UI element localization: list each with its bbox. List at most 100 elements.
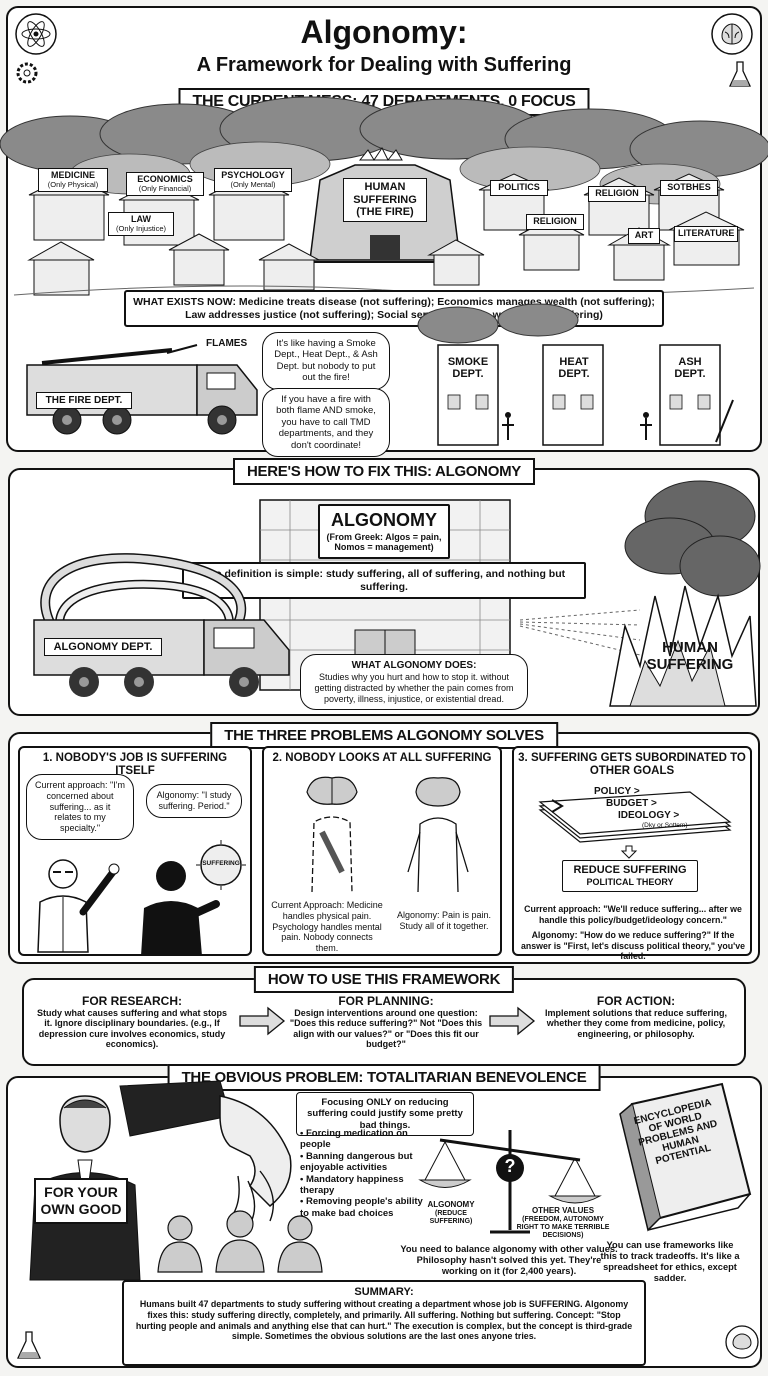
summary-box: SUMMARY: Humans built 47 departments to … bbox=[122, 1280, 646, 1366]
algonomy-sign-title: ALGONOMY bbox=[331, 510, 437, 530]
scale-left-sub: (REDUCE SUFFERING) bbox=[429, 1209, 473, 1225]
balance-text: You need to balance algonomy with other … bbox=[400, 1244, 618, 1277]
how-to-planning: FOR PLANNING: Design interventions aroun… bbox=[288, 994, 484, 1049]
flask-icon bbox=[728, 61, 752, 87]
silhouette-figure bbox=[141, 861, 220, 956]
how-to-action: FOR ACTION: Implement solutions that red… bbox=[536, 994, 736, 1039]
balance-scale-illustration bbox=[418, 1130, 602, 1234]
bad-thing-item: Banning dangerous but enjoyable activiti… bbox=[300, 1151, 432, 1174]
building-label-economics: ECONOMICS(Only Financial) bbox=[126, 172, 204, 197]
building-label-medicine: MEDICINE(Only Physical) bbox=[38, 168, 108, 193]
bad-things-list: Forcing medication on people Banning dan… bbox=[300, 1128, 432, 1219]
scale-left-title: ALGONOMY bbox=[427, 1200, 475, 1209]
ash-dept-label: ASH DEPT. bbox=[674, 356, 706, 381]
scale-right-sub: (FREEDOM, AUTONOMY RIGHT TO MAKE TERRIBL… bbox=[516, 1215, 610, 1240]
crowd-illustration bbox=[157, 1210, 323, 1273]
scale-right-label: OTHER VALUES (FREEDOM, AUTONOMY RIGHT TO… bbox=[516, 1206, 610, 1241]
building-label-law: LAW(Only Injustice) bbox=[108, 212, 174, 237]
fire-dept-label: THE FIRE DEPT. bbox=[36, 392, 132, 409]
bad-thing-item: Forcing medication on people bbox=[300, 1128, 432, 1151]
fragmented-body-figure bbox=[306, 776, 358, 893]
building-label-politics: POLITICS bbox=[490, 180, 548, 196]
obvious-banner: THE OBVIOUS PROBLEM: TOTALITARIAN BENEVO… bbox=[167, 1064, 601, 1091]
gear-icon bbox=[16, 62, 38, 84]
page-subtitle: A Framework for Dealing with Suffering bbox=[196, 54, 572, 76]
suffering-fire-illustration bbox=[609, 480, 761, 707]
paper-stack-illustration bbox=[538, 791, 732, 843]
brain-icon bbox=[711, 13, 753, 55]
human-suffering-label: HUMAN SUFFERING bbox=[646, 639, 734, 673]
speech-bubble-coordinate: If you have a fire with both flame AND s… bbox=[262, 388, 390, 457]
how-to-research: FOR RESEARCH: Study what causes sufferin… bbox=[32, 994, 232, 1049]
question-mark: ? bbox=[504, 1156, 516, 1176]
building-label-sotbhes: SOTBHES bbox=[660, 180, 718, 196]
reaching-hand-illustration bbox=[119, 1080, 292, 1225]
page-title: Algonomy: bbox=[300, 14, 468, 50]
building-label-religion-2: RELIGION bbox=[526, 214, 584, 230]
problem2-algonomy-text: Algonomy: Pain is pain. Study all of it … bbox=[396, 910, 492, 931]
scale-left-label: ALGONOMY (REDUCE SUFFERING) bbox=[416, 1200, 486, 1226]
how-to-planning-title: FOR PLANNING: bbox=[338, 994, 434, 1008]
how-to-research-text: Study what causes suffering and what sto… bbox=[36, 1008, 228, 1050]
summary-title: SUMMARY: bbox=[354, 1286, 414, 1298]
encyclopedia-book-illustration bbox=[619, 1082, 752, 1232]
what-algonomy-does-title: WHAT ALGONOMY DOES: bbox=[351, 660, 477, 671]
what-algonomy-does-bubble: WHAT ALGONOMY DOES: Studies why you hurt… bbox=[300, 654, 528, 711]
whole-body-figure bbox=[407, 777, 469, 893]
bad-thing-item: Mandatory happiness therapy bbox=[300, 1174, 432, 1197]
center-building-label: HUMAN SUFFERING (THE FIRE) bbox=[343, 178, 427, 222]
stack-ideology: IDEOLOGY > bbox=[618, 810, 680, 821]
doctor-figure bbox=[37, 859, 120, 953]
suffering-orb-label: SUFFERING bbox=[202, 860, 240, 867]
building-label-art: ART bbox=[628, 228, 660, 244]
algonomy-sign-etymology: (From Greek: Algos = pain, Nomos = manag… bbox=[326, 531, 442, 553]
stack-small: (Dky or Sottem) bbox=[642, 822, 688, 829]
problem2-current-text: Current Approach: Medicine handles physi… bbox=[271, 900, 383, 954]
problem3-algonomy-text: Algonomy: "How do we reduce suffering?" … bbox=[520, 930, 746, 962]
smoke-dept-label: SMOKE DEPT. bbox=[447, 356, 489, 381]
problem1-algonomy-bubble: Algonomy: "I study suffering. Period." bbox=[146, 784, 242, 818]
atom-icon bbox=[15, 13, 57, 55]
how-to-research-title: FOR RESEARCH: bbox=[81, 994, 182, 1008]
building-label-religion: RELIGION bbox=[588, 186, 646, 202]
arrow-right-icon-2 bbox=[489, 1006, 536, 1036]
problem1-current-bubble: Current approach: "I'm concerned about s… bbox=[26, 774, 134, 840]
what-algonomy-does-text: Studies why you hurt and how to stop it.… bbox=[314, 672, 514, 704]
smoke-clouds-illustration bbox=[0, 96, 768, 205]
book-caption: You can use frameworks like this to trac… bbox=[600, 1240, 740, 1284]
speech-bubble-departments: It's like having a Smoke Dept., Heat Dep… bbox=[262, 332, 390, 390]
stack-policy: POLICY > bbox=[594, 786, 640, 797]
bottom-brain-icon bbox=[725, 1325, 759, 1359]
suffering-orb bbox=[196, 840, 246, 890]
fix-banner: HERE'S HOW TO FIX THIS: ALGONOMY bbox=[233, 458, 535, 485]
how-to-action-title: FOR ACTION: bbox=[596, 994, 676, 1008]
stack-budget: BUDGET > bbox=[606, 798, 657, 809]
building-label-psychology: PSYCHOLOGY(Only Mental) bbox=[214, 168, 292, 193]
dept-buildings-illustration bbox=[417, 303, 734, 446]
problem2-title: 2. NOBODY LOOKS AT ALL SUFFERING bbox=[272, 752, 492, 764]
flames-label: FLAMES bbox=[206, 338, 248, 349]
reduce-suffering-label: REDUCE SUFFERING bbox=[573, 864, 687, 876]
algonomy-dept-label: ALGONOMY DEPT. bbox=[44, 638, 162, 657]
priority-stack-text: POLICY > BUDGET > IDEOLOGY > (Dky or Sot… bbox=[588, 786, 698, 830]
problem3-title: 3. SUFFERING GETS SUBORDINATED TO OTHER … bbox=[518, 752, 746, 778]
political-theory-label: POLITICAL THEORY bbox=[586, 877, 674, 888]
reduce-suffering-box: REDUCE SUFFERING POLITICAL THEORY bbox=[562, 860, 698, 892]
how-to-action-text: Implement solutions that reduce sufferin… bbox=[544, 1008, 728, 1039]
for-your-own-good-sign: FOR YOUR OWN GOOD bbox=[34, 1178, 128, 1224]
how-to-banner: HOW TO USE THIS FRAMEWORK bbox=[253, 966, 515, 993]
algonomy-sign: ALGONOMY (From Greek: Algos = pain, Nomo… bbox=[318, 504, 450, 560]
definition-box: The definition is simple: study sufferin… bbox=[182, 562, 586, 600]
scale-right-title: OTHER VALUES bbox=[531, 1206, 595, 1215]
heat-dept-label: HEAT DEPT. bbox=[558, 356, 590, 381]
how-to-planning-text: Design interventions around one question… bbox=[289, 1008, 483, 1050]
bottom-flask-icon bbox=[16, 1331, 42, 1359]
down-arrow-icon bbox=[620, 845, 638, 859]
summary-text: Humans built 47 departments to study suf… bbox=[135, 1299, 633, 1342]
problem1-title: 1. NOBODY'S JOB IS SUFFERING ITSELF bbox=[42, 752, 228, 778]
problems-banner: THE THREE PROBLEMS ALGONOMY SOLVES bbox=[210, 722, 558, 749]
building-label-literature: LITERATURE bbox=[674, 226, 738, 242]
bad-thing-item: Removing people's ability to make bad ch… bbox=[300, 1196, 432, 1219]
arrow-right-icon bbox=[239, 1006, 286, 1036]
